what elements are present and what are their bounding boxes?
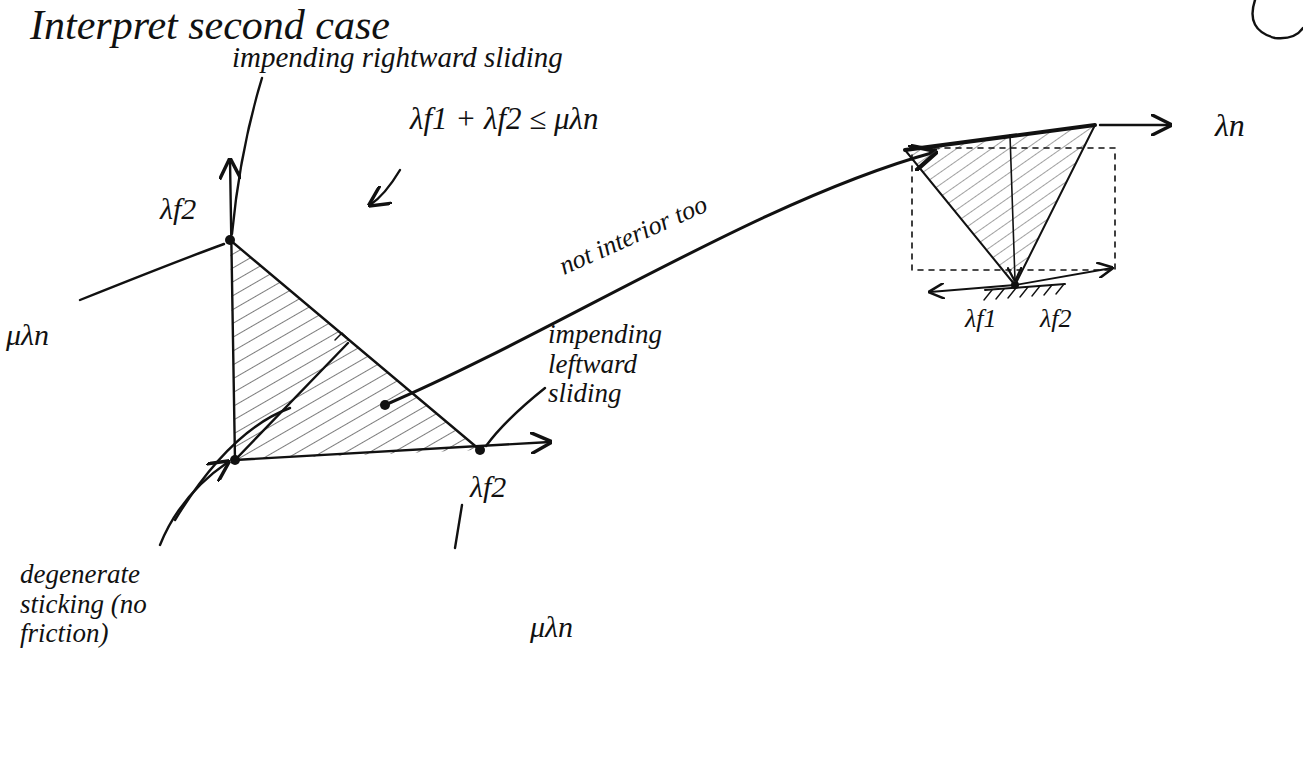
note: impending leftward sliding	[548, 320, 698, 409]
axis-label: λf2	[160, 192, 196, 225]
force-label: λn	[1215, 108, 1245, 143]
axis-label: λf2	[470, 470, 506, 503]
constraint-label: λf1 + λf2 ≤ μλn	[410, 102, 599, 136]
note: not interior too	[555, 190, 712, 281]
force-label: λf1	[965, 305, 996, 334]
force-label: λf2	[1040, 305, 1071, 334]
note: impending rightward sliding	[232, 42, 563, 74]
note: degenerate sticking (no friction)	[20, 560, 195, 649]
axis-value: μλn	[530, 610, 573, 643]
axis-value: μλn	[6, 318, 49, 351]
